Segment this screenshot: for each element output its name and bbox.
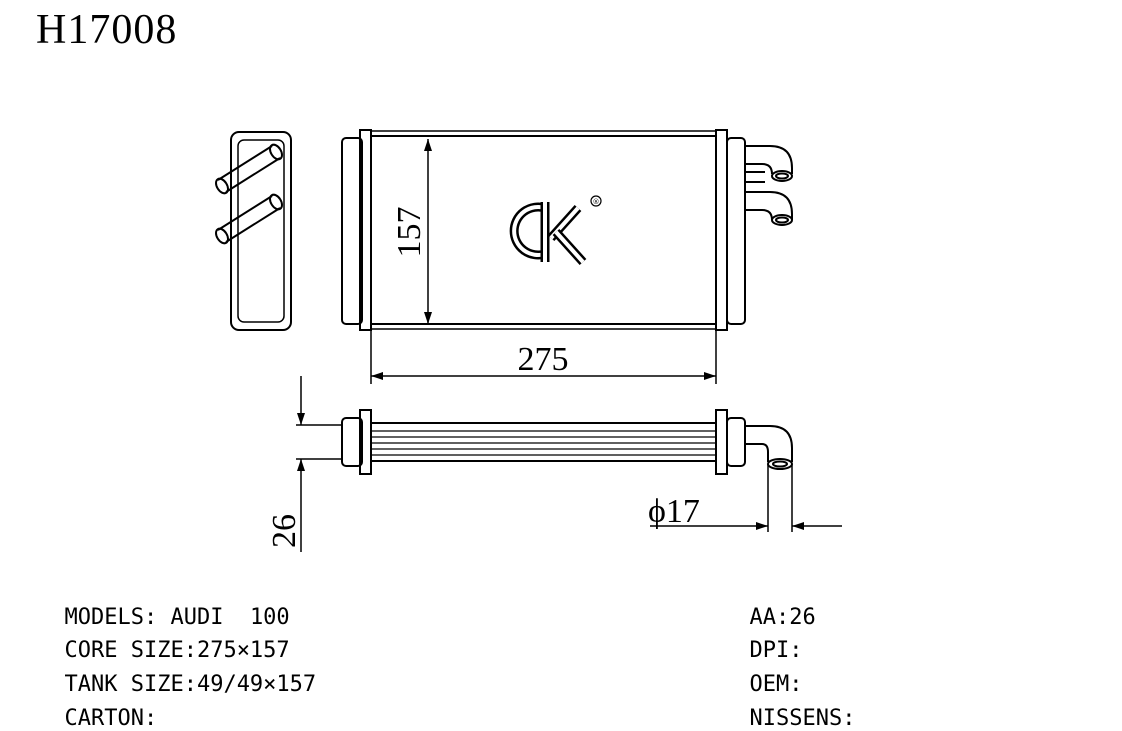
top-left-tank [341, 417, 363, 467]
spec-dpi: DPI: [723, 618, 803, 663]
height-dimension-label: 157 [391, 207, 428, 258]
pipe-diameter-label: ϕ17 [648, 493, 700, 530]
front-view [341, 129, 793, 331]
side-view-lower-pipe [215, 193, 283, 245]
top-view [341, 409, 793, 475]
spec-carton: CARTON: [38, 686, 158, 731]
pipe-diameter-dimension [650, 464, 842, 532]
top-right-header [715, 409, 728, 475]
side-view-outer-frame [230, 131, 292, 331]
front-lower-pipe [745, 191, 793, 226]
right-header-plate [715, 129, 728, 331]
spec-models-label: MODELS: [64, 605, 158, 630]
side-view [215, 131, 292, 331]
spec-models: MODELS: AUDI 100 [38, 585, 290, 629]
brand-logo [509, 195, 602, 266]
depth-dimension [296, 376, 342, 552]
width-dimension-label: 275 [518, 341, 569, 378]
spec-tank-size-label: TANK SIZE: [64, 672, 197, 697]
registered-mark: ® [593, 198, 600, 206]
spec-carton-label: CARTON: [64, 706, 158, 731]
spec-nissens: NISSENS: [723, 686, 856, 731]
spec-dpi-label: DPI: [749, 638, 803, 663]
depth-dimension-label: 26 [266, 514, 303, 548]
left-tank [341, 137, 363, 325]
top-right-tank [726, 417, 746, 467]
spec-oem: OEM: [723, 652, 803, 697]
spec-tank-size: TANK SIZE:49/49×157 [38, 652, 317, 697]
spec-aa-value: 26 [789, 605, 816, 630]
right-tank [726, 137, 746, 325]
spec-core-size-label: CORE SIZE: [64, 638, 197, 663]
spec-oem-label: OEM: [749, 672, 803, 697]
spec-models-value: AUDI 100 [170, 605, 290, 630]
spec-core-size: CORE SIZE:275×157 [38, 618, 290, 662]
spec-tank-size-value: 49/49×157 [196, 672, 317, 697]
part-number-title: H17008 [36, 7, 178, 53]
spec-aa: AA:26 [723, 585, 816, 629]
side-view-inner-frame [237, 139, 285, 323]
top-outlet-pipe [745, 425, 793, 470]
front-upper-pipe [745, 145, 793, 183]
width-dimension [370, 330, 717, 384]
spec-aa-label: AA: [749, 605, 790, 630]
side-view-upper-pipe [215, 143, 283, 195]
spec-core-size-value: 275×157 [196, 638, 290, 663]
spec-nissens-label: NISSENS: [749, 706, 856, 731]
